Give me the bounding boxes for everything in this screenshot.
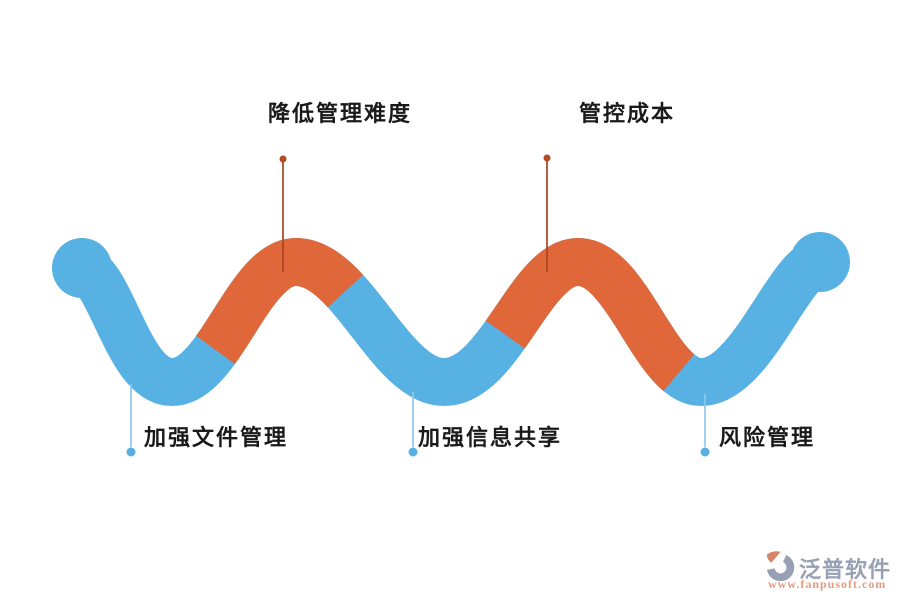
logo-accent-wedge	[766, 551, 781, 563]
brand-url: www.fanpusoft.com	[768, 577, 887, 591]
label-risk-management: 风险管理	[719, 426, 816, 451]
logo-body-swirl	[766, 554, 795, 582]
brand-watermark: 泛普软件 www.fanpusoft.com	[762, 546, 894, 596]
connector-dot-bottom-2	[408, 447, 418, 457]
label-reduce-management-difficulty: 降低管理难度	[268, 102, 413, 127]
label-strengthen-file-management: 加强文件管理	[144, 426, 289, 451]
label-control-cost: 管控成本	[579, 102, 676, 127]
connector-dot-top-1	[279, 155, 287, 163]
connector-dot-bottom-3	[700, 447, 710, 457]
wave-path-blue	[58, 238, 844, 406]
connector-dot-bottom-1	[126, 447, 136, 457]
fanpu-logo-icon	[766, 551, 795, 582]
connector-dot-top-2	[543, 154, 551, 162]
brand-name: 泛普软件	[799, 558, 892, 583]
label-strengthen-information-sharing: 加强信息共享	[418, 426, 563, 451]
